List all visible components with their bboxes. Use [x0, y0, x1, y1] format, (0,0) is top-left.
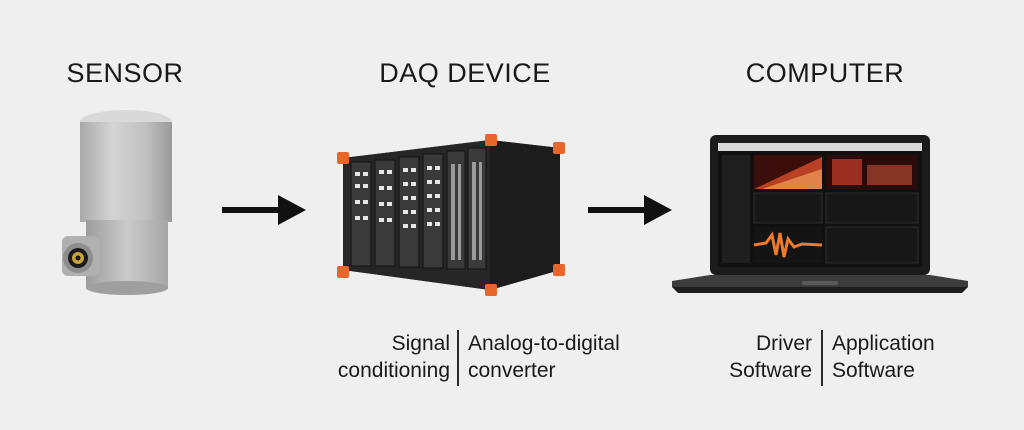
adc-caption: Analog-to-digital converter — [468, 330, 658, 384]
daq-device-icon — [337, 134, 565, 296]
caption-line: Signal — [391, 332, 450, 355]
caption-line: Analog-to-digital — [468, 332, 620, 355]
caption-line: Application — [832, 332, 935, 355]
caption-line: Software — [729, 359, 812, 382]
caption-line: conditioning — [337, 359, 450, 382]
caption-line: converter — [468, 359, 556, 382]
right-arrow-icon — [588, 195, 672, 225]
caption-divider — [821, 330, 823, 386]
right-arrow-icon — [222, 195, 306, 225]
accelerometer-sensor-icon — [62, 110, 172, 295]
sensor-title: SENSOR — [66, 58, 184, 88]
driver-software-caption: Driver Software — [690, 330, 812, 384]
caption-line: Driver — [756, 332, 812, 355]
daq-device-title: DAQ DEVICE — [379, 58, 551, 88]
signal-conditioning-caption: Signal conditioning — [320, 330, 450, 384]
laptop-icon — [672, 135, 968, 293]
application-software-caption: Application Software — [832, 330, 982, 384]
caption-line: Software — [832, 359, 915, 382]
computer-title: COMPUTER — [745, 58, 905, 88]
caption-divider — [457, 330, 459, 386]
